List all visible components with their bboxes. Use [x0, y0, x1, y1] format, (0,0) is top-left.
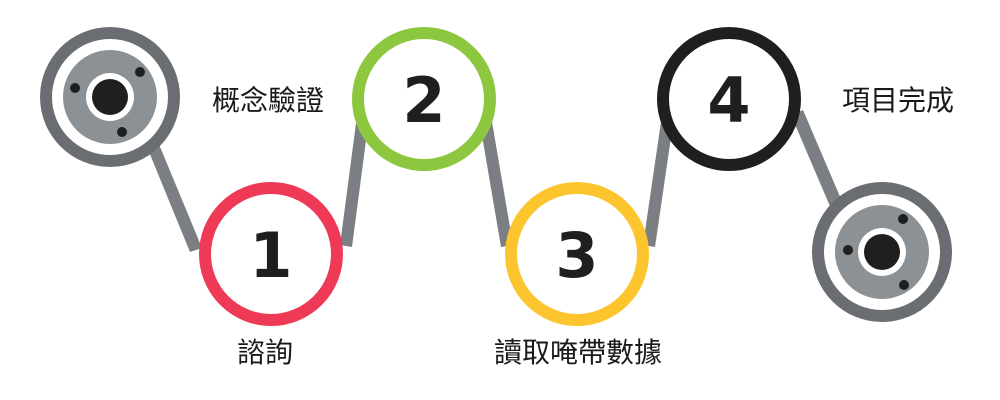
step-3: 3 讀取唵帶數據 [494, 182, 662, 369]
belt-segment-3-to-4 [643, 108, 675, 247]
step-2: 2 概念驗證 [212, 27, 496, 171]
step-3-label: 讀取唵帶數據 [494, 336, 662, 369]
step-2-ring [352, 27, 496, 171]
step-1-number: 1 [249, 219, 292, 292]
end-pulley-icon [812, 182, 952, 322]
step-1: 1 諮詢 [199, 182, 343, 369]
step-3-ring [505, 182, 649, 326]
step-4-number: 4 [707, 64, 750, 137]
step-4-label: 項目完成 [842, 84, 954, 117]
step-4: 4 項目完成 [657, 27, 954, 171]
belt-segment-1-to-2 [340, 108, 370, 247]
step-1-label: 諮詢 [237, 336, 293, 369]
step-3-number: 3 [555, 219, 598, 292]
belt-segment-start-to-1 [140, 125, 202, 252]
step-2-label: 概念驗證 [212, 84, 324, 117]
step-2-number: 2 [402, 64, 445, 137]
belt-segment-4-to-end [791, 110, 850, 225]
belt-segment-2-to-3 [478, 110, 513, 247]
step-4-ring [657, 27, 801, 171]
step-1-ring [199, 182, 343, 326]
start-pulley-icon [40, 27, 180, 167]
belt [140, 108, 850, 252]
